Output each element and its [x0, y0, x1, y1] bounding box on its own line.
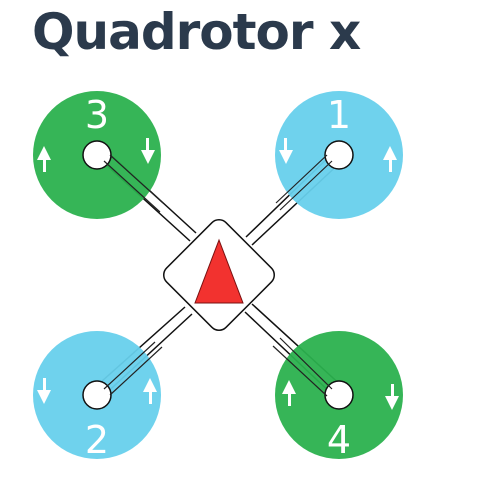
diagram-title: Quadrotor x — [32, 3, 361, 61]
forward-arrow-icon — [194, 238, 244, 304]
rotation-arrow-icon — [279, 138, 293, 164]
motor-hub — [82, 380, 112, 410]
rotation-arrow-icon — [37, 378, 51, 404]
rotation-arrow-icon — [383, 146, 397, 172]
motor-hub — [324, 140, 354, 170]
flight-controller-body — [162, 218, 276, 332]
rotor-number: 2 — [85, 418, 109, 462]
rotation-arrow-icon — [282, 380, 296, 406]
rotor-4: 4 — [275, 331, 403, 462]
motor-hub — [82, 140, 112, 170]
arm-inner-lines — [103, 154, 333, 397]
rotor-3: 3 — [33, 91, 161, 219]
rotation-arrow-icon — [143, 378, 157, 404]
rotor-1: 1 — [275, 91, 403, 219]
rotation-arrow-icon — [37, 146, 51, 172]
motor-hub — [324, 380, 354, 410]
rotor-number: 1 — [327, 93, 351, 137]
rotor-2: 2 — [33, 331, 161, 462]
rotor-number: 4 — [327, 418, 351, 462]
rotation-arrow-icon — [385, 384, 399, 410]
rotor-number: 3 — [85, 93, 109, 137]
rotation-arrow-icon — [141, 138, 155, 164]
